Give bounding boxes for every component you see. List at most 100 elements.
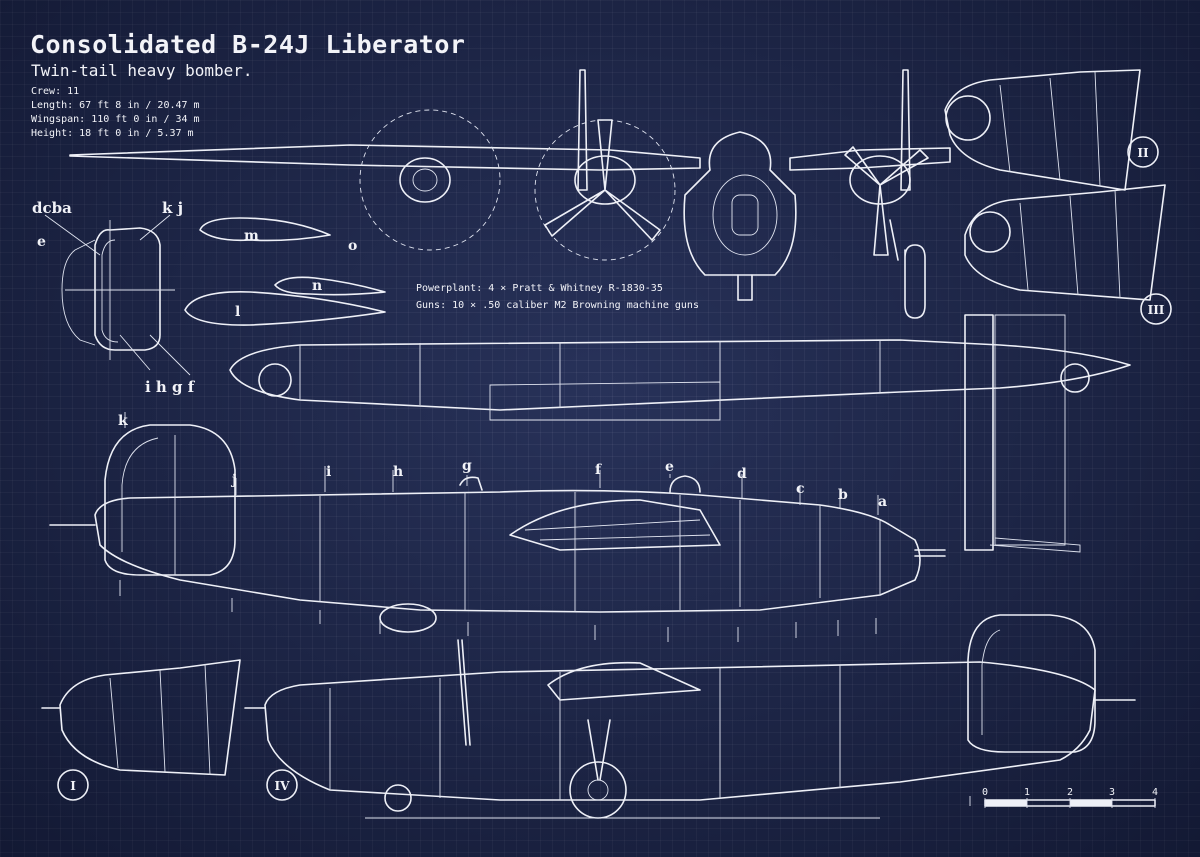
side-view-wing-ribs xyxy=(525,520,710,540)
nose-view-ii xyxy=(945,70,1140,190)
airfoil-l xyxy=(185,292,385,325)
nose-view-iii-outline xyxy=(965,185,1165,300)
top-view-frames xyxy=(300,340,880,408)
front-view-engine-1-hub xyxy=(413,169,437,191)
tail-fin-detail xyxy=(45,215,190,375)
scale-bar xyxy=(970,796,1155,808)
nose-view-iii xyxy=(965,185,1165,300)
nose-view-i xyxy=(42,660,240,775)
station-label-e: e xyxy=(665,459,674,475)
front-view-propeller-2 xyxy=(545,120,660,240)
side-view-tail-fin xyxy=(105,425,235,575)
top-view-elevator xyxy=(995,315,1065,545)
station-label-c: c xyxy=(796,481,805,497)
page-title: Consolidated B-24J Liberator xyxy=(30,30,466,59)
view-label-ii-circle xyxy=(1128,137,1158,167)
station-label-f: f xyxy=(595,462,602,478)
station-label-b: b xyxy=(838,487,848,503)
side-view-frames xyxy=(320,492,880,612)
view-label-iii: III xyxy=(1148,303,1165,317)
front-view-engine-1 xyxy=(400,158,450,202)
front-view-fuselage xyxy=(684,132,796,275)
side-view-iv-fuselage xyxy=(265,662,1095,800)
side-view-station-ticks-bottom xyxy=(120,580,876,642)
front-view-engine-2 xyxy=(575,156,635,204)
nose-view-i-frames xyxy=(110,664,210,775)
front-view-tail-fin-right xyxy=(901,70,910,190)
scale-label-0: 0 xyxy=(982,787,988,798)
top-view-fuselage-outline xyxy=(230,340,1130,410)
tail-fin-leader-2 xyxy=(140,215,170,240)
side-view-iv-nose-wheel xyxy=(385,785,411,811)
spec-crew: Crew: 11 xyxy=(31,86,80,97)
page-subtitle: Twin-tail heavy bomber. xyxy=(31,61,253,80)
front-view-left-wing xyxy=(70,145,700,170)
note-guns: Guns: 10 × .50 caliber M2 Browning machi… xyxy=(416,300,699,311)
station-label-g: g xyxy=(462,458,472,474)
scale-bar-ticks xyxy=(970,796,1155,808)
front-view-right-wing xyxy=(790,148,950,170)
front-view-prop-arc-1 xyxy=(360,110,500,250)
tail-fin-leading-edge xyxy=(62,240,95,345)
side-view-antenna xyxy=(460,477,482,490)
front-view-turret-window xyxy=(732,195,758,235)
top-view-tailplane-tip xyxy=(990,538,1080,552)
tail-label-ihgf: i h g f xyxy=(145,378,196,396)
scale-label-2: 2 xyxy=(1067,787,1073,798)
airfoil-label-m: m xyxy=(244,228,259,244)
station-label-i: i xyxy=(326,464,331,480)
side-view-nose-guns xyxy=(915,550,945,556)
tail-label-e: e xyxy=(37,234,46,250)
side-view-top-turret xyxy=(670,476,700,492)
tail-fin-rib xyxy=(102,240,118,342)
front-view-nose-turret xyxy=(713,175,777,255)
front-view-main-gear xyxy=(890,220,925,318)
station-label-h: h xyxy=(393,464,403,480)
station-label-d: d xyxy=(737,466,747,482)
side-view-rudder xyxy=(122,435,175,575)
side-view-iv-frames xyxy=(330,665,840,800)
spec-height: Height: 18 ft 0 in / 5.37 m xyxy=(31,128,194,139)
note-powerplant: Powerplant: 4 × Pratt & Whitney R-1830-3… xyxy=(416,283,663,294)
nose-view-ii-frames xyxy=(1000,72,1100,186)
tail-label-kj: k j xyxy=(162,199,183,217)
station-label-j: j xyxy=(230,472,237,488)
front-view-tail-fin-left xyxy=(578,70,587,190)
side-view-station-ticks-top xyxy=(125,412,878,515)
station-label-k: k xyxy=(118,413,128,429)
top-view-nose-turret xyxy=(259,364,291,396)
airfoil-m xyxy=(200,218,330,240)
nose-view-ii-turret xyxy=(946,96,990,140)
tail-fin-leader-1 xyxy=(45,215,100,255)
scale-label-1: 1 xyxy=(1024,787,1030,798)
side-view-fuselage xyxy=(95,491,920,612)
nose-view-i-outline xyxy=(60,660,240,775)
nose-view-ii-outline xyxy=(945,70,1140,190)
tail-fin-outline xyxy=(95,228,160,350)
side-view-ball-turret xyxy=(380,604,436,632)
view-label-i-circle xyxy=(58,770,88,800)
front-view-propeller-3 xyxy=(845,147,928,255)
scale-bar-fill-2 xyxy=(1070,800,1112,806)
side-view-iv-main-wheel xyxy=(570,762,626,818)
front-view-nose-gear xyxy=(738,275,752,300)
view-label-ii: II xyxy=(1137,146,1149,160)
scale-bar-fill-1 xyxy=(985,800,1027,806)
spec-length: Length: 67 ft 8 in / 20.47 m xyxy=(31,100,200,111)
tail-fin-leader-3 xyxy=(120,335,150,370)
spec-wingspan: Wingspan: 110 ft 0 in / 34 m xyxy=(31,114,200,125)
tail-fin-leader-4 xyxy=(150,335,190,375)
airfoil-sections xyxy=(185,218,385,325)
nose-view-iii-frames xyxy=(1020,190,1120,298)
airfoil-label-o: o xyxy=(348,238,357,254)
scale-label-4: 4 xyxy=(1152,787,1158,798)
top-view-bomb-bay xyxy=(490,382,720,420)
tail-label-dcba: dcba xyxy=(32,199,72,217)
view-label-iii-circle xyxy=(1141,294,1171,324)
front-view-prop-arc-2 xyxy=(535,120,675,260)
top-view-fuselage xyxy=(230,315,1130,552)
side-view-iv-gear-strut xyxy=(588,720,610,780)
station-label-a: a xyxy=(878,494,887,510)
